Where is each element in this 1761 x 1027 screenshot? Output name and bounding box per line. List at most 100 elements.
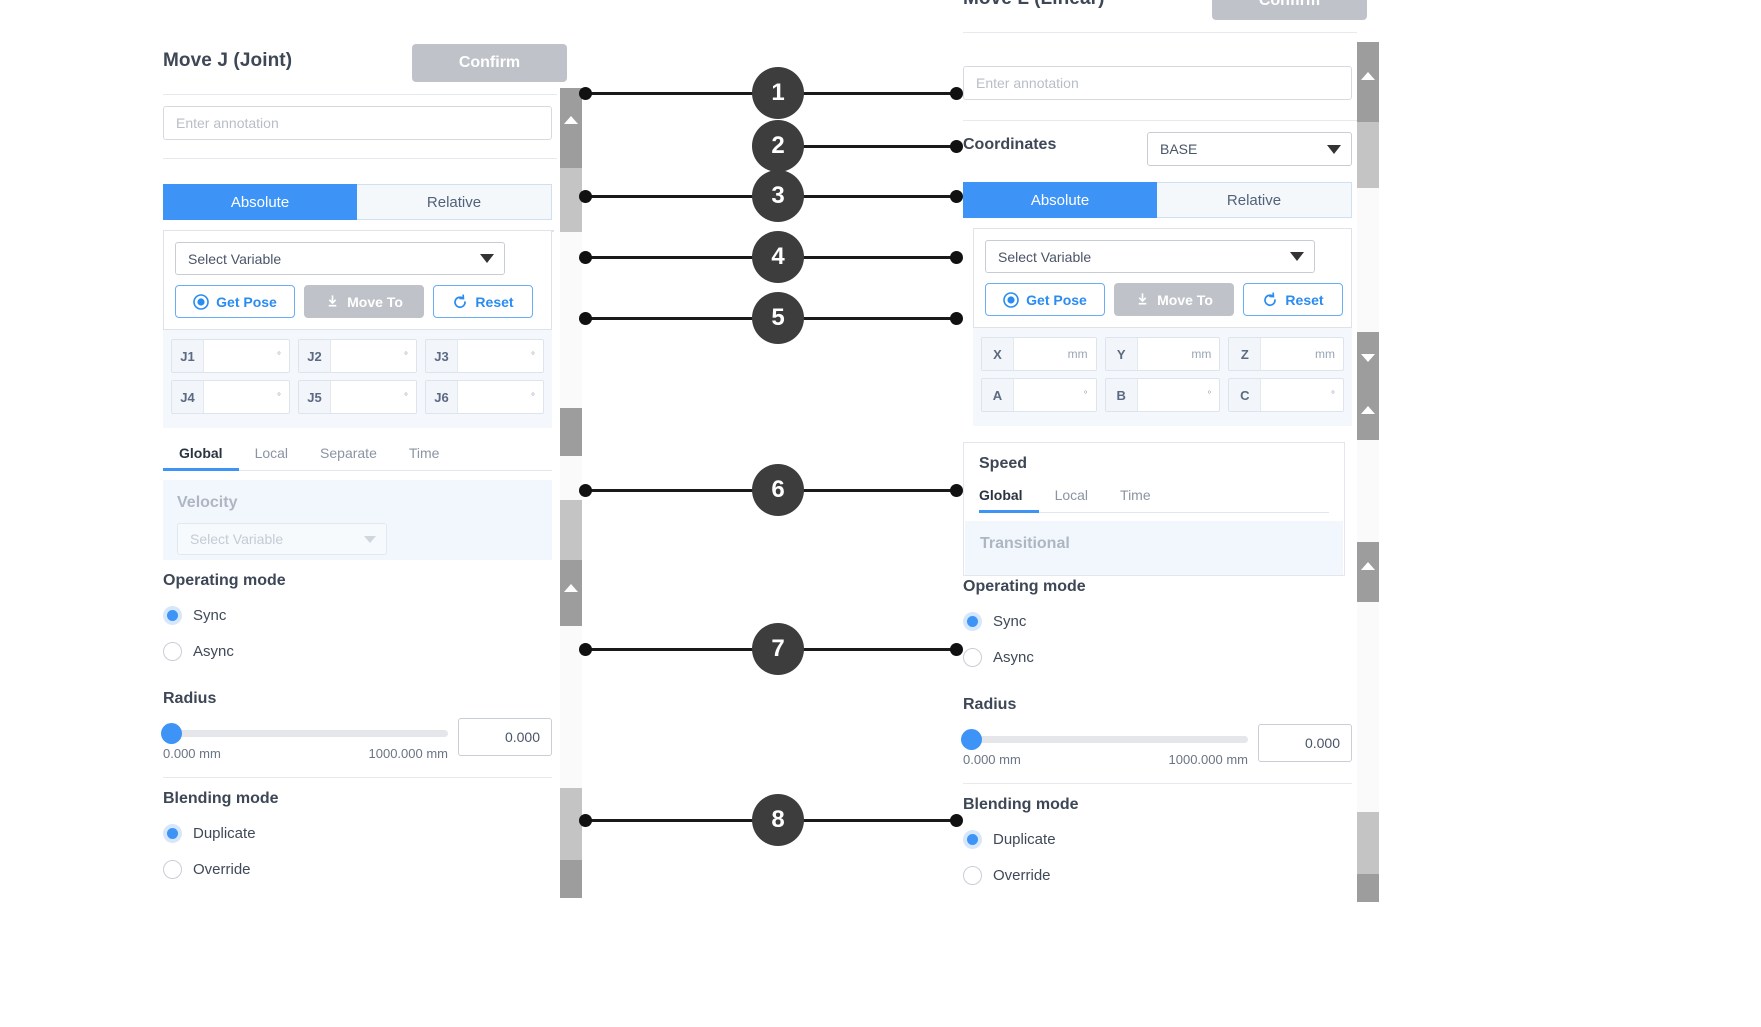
radio-override[interactable]: Override <box>163 860 552 879</box>
joint-field-j5[interactable]: J5 ° <box>298 380 417 414</box>
b-value[interactable] <box>1138 379 1208 411</box>
tab-absolute[interactable]: Absolute <box>163 184 357 220</box>
scrollbar-thumb[interactable] <box>1357 332 1379 388</box>
scrollbar-thumb[interactable] <box>1357 874 1379 902</box>
move-l-scrollbar[interactable] <box>1357 42 1379 902</box>
velocity-variable-select[interactable]: Select Variable <box>177 523 387 555</box>
move-j-secondary-select[interactable] <box>552 230 554 232</box>
radius-value-input[interactable]: 0.000 <box>458 718 552 756</box>
pose-field-z[interactable]: Z mm <box>1228 337 1345 371</box>
move-l-variable-select[interactable]: Select Variable <box>985 240 1315 273</box>
scroll-up-icon[interactable] <box>1361 72 1375 80</box>
move-j-annotation-input[interactable]: Enter annotation <box>163 106 552 140</box>
radio-icon-selected <box>163 824 182 843</box>
move-to-button[interactable]: Move To <box>1114 283 1234 316</box>
c-value[interactable] <box>1261 379 1331 411</box>
pose-field-a[interactable]: A ° <box>981 378 1097 412</box>
radio-async[interactable]: Async <box>963 648 1352 667</box>
scroll-down-icon[interactable] <box>1361 354 1375 362</box>
callout-badge-8: 8 <box>752 794 804 846</box>
scrollbar-track-segment[interactable] <box>1357 812 1379 874</box>
radius-slider-knob[interactable] <box>961 729 982 750</box>
radius-value-input[interactable]: 0.000 <box>1258 724 1352 762</box>
pose-field-y[interactable]: Y mm <box>1104 337 1221 371</box>
scroll-up-icon[interactable] <box>1361 562 1375 570</box>
radio-override-label: Override <box>993 867 1051 884</box>
tab-time[interactable]: Time <box>408 445 440 461</box>
callout-line-6 <box>585 489 780 492</box>
radio-sync[interactable]: Sync <box>163 606 552 625</box>
radio-duplicate[interactable]: Duplicate <box>963 830 1352 849</box>
radius-slider[interactable] <box>961 729 1248 750</box>
tab-relative[interactable]: Relative <box>357 184 552 220</box>
j2-value[interactable] <box>331 340 404 372</box>
radio-sync[interactable]: Sync <box>963 612 1352 631</box>
z-value[interactable] <box>1261 338 1315 370</box>
operating-mode-title: Operating mode <box>163 572 286 589</box>
tab-relative[interactable]: Relative <box>1157 182 1352 218</box>
reset-button[interactable]: Reset <box>433 285 533 318</box>
scrollbar-track-segment[interactable] <box>560 500 582 560</box>
move-l-speed-tabs: Global Local Time <box>979 487 1329 513</box>
radius-slider-knob[interactable] <box>161 723 182 744</box>
scrollbar-track-segment[interactable] <box>560 168 582 232</box>
move-to-button[interactable]: Move To <box>304 285 424 318</box>
pose-field-b[interactable]: B ° <box>1104 378 1221 412</box>
scrollbar-thumb[interactable] <box>560 860 582 898</box>
scrollbar-track-segment[interactable] <box>560 788 582 860</box>
j4-value[interactable] <box>204 381 277 413</box>
tab-global[interactable]: Global <box>979 487 1039 513</box>
j6-value[interactable] <box>458 381 531 413</box>
callout-line-1 <box>585 92 780 95</box>
radio-override[interactable]: Override <box>963 866 1352 885</box>
x-label: X <box>982 338 1014 370</box>
move-j-velocity-body: Velocity Select Variable <box>163 480 552 560</box>
coordinates-select[interactable]: BASE <box>1147 132 1352 166</box>
joint-field-j4[interactable]: J4 ° <box>171 380 290 414</box>
move-j-scrollbar[interactable] <box>560 88 582 898</box>
scrollbar-thumb[interactable] <box>1357 542 1379 602</box>
j3-value[interactable] <box>458 340 531 372</box>
radius-slider[interactable] <box>161 723 448 744</box>
j1-value[interactable] <box>204 340 277 372</box>
y-unit: mm <box>1191 347 1212 361</box>
move-j-variable-select[interactable]: Select Variable <box>175 242 505 275</box>
tab-local[interactable]: Local <box>254 445 289 461</box>
scrollbar-thumb[interactable] <box>560 408 582 456</box>
x-value[interactable] <box>1014 338 1068 370</box>
scroll-up-icon[interactable] <box>564 116 578 124</box>
move-j-confirm-button[interactable]: Confirm <box>412 44 567 82</box>
pose-field-c[interactable]: C ° <box>1228 378 1345 412</box>
move-l-confirm-button[interactable]: Confirm <box>1212 0 1367 20</box>
joint-field-j6[interactable]: J6 ° <box>425 380 544 414</box>
scrollbar-thumb[interactable] <box>560 88 582 168</box>
tab-local[interactable]: Local <box>1054 487 1089 503</box>
joint-field-j1[interactable]: J1 ° <box>171 339 290 373</box>
scroll-up-icon[interactable] <box>1361 406 1375 414</box>
scrollbar-thumb[interactable] <box>1357 42 1379 122</box>
scrollbar-track-segment[interactable] <box>1357 122 1379 188</box>
y-value[interactable] <box>1138 338 1192 370</box>
a-value[interactable] <box>1014 379 1084 411</box>
get-pose-button[interactable]: Get Pose <box>175 285 295 318</box>
tab-absolute[interactable]: Absolute <box>963 182 1157 218</box>
radio-async[interactable]: Async <box>163 642 552 661</box>
tab-separate[interactable]: Separate <box>320 445 377 461</box>
move-l-panel: Move L (Linear) Confirm Enter annotation… <box>940 0 1380 910</box>
move-l-annotation-input[interactable]: Enter annotation <box>963 66 1352 100</box>
scrollbar-thumb[interactable] <box>1357 388 1379 440</box>
joint-field-j2[interactable]: J2 ° <box>298 339 417 373</box>
tab-time[interactable]: Time <box>1120 487 1151 503</box>
tab-global[interactable]: Global <box>163 445 239 471</box>
pose-field-x[interactable]: X mm <box>981 337 1097 371</box>
j5-value[interactable] <box>331 381 404 413</box>
scrollbar-thumb[interactable] <box>560 560 582 626</box>
scroll-up-icon[interactable] <box>564 584 578 592</box>
reset-button[interactable]: Reset <box>1243 283 1343 316</box>
chevron-down-icon <box>364 535 376 543</box>
get-pose-button[interactable]: Get Pose <box>985 283 1105 316</box>
joint-field-j3[interactable]: J3 ° <box>425 339 544 373</box>
divider <box>963 783 1352 784</box>
radio-duplicate[interactable]: Duplicate <box>163 824 552 843</box>
move-l-blending-mode: Blending mode Duplicate Override <box>963 796 1352 885</box>
